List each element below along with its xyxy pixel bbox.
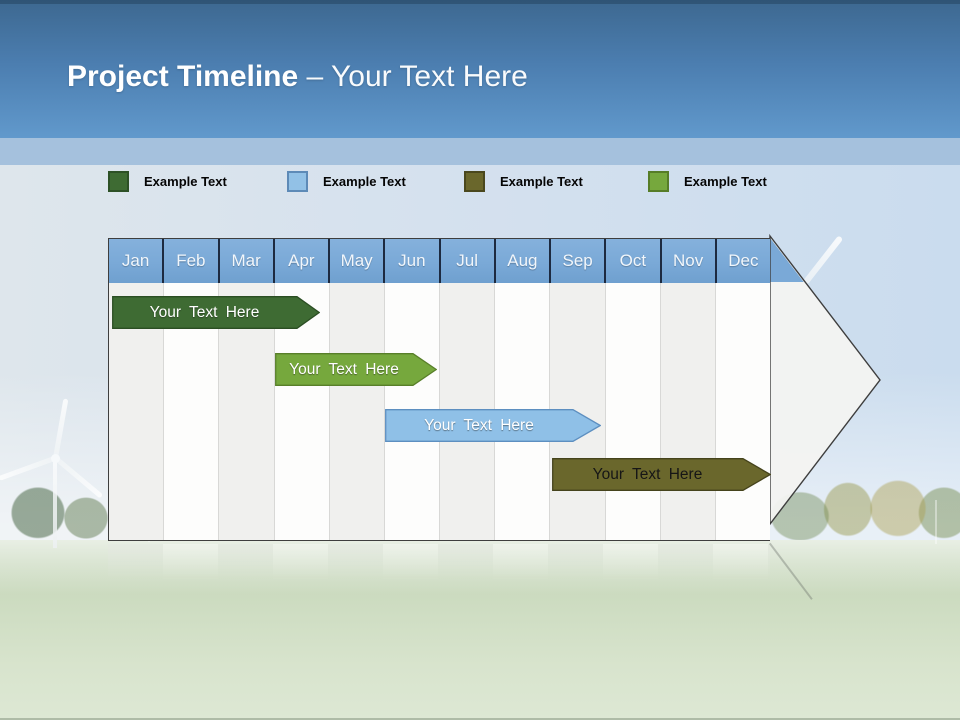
banner-subband — [0, 138, 960, 165]
grid-column-nov — [660, 283, 716, 540]
horizon-haze — [0, 540, 960, 595]
month-header-jun: Jun — [385, 239, 441, 283]
month-header-nov: Nov — [661, 239, 717, 283]
turbine-hub — [50, 453, 60, 463]
timeline-bar-4: Your Text Here — [552, 458, 771, 491]
page-title: Project Timeline – Your Text Here — [67, 60, 927, 94]
legend-swatch — [287, 170, 308, 192]
grid-column-may — [329, 283, 385, 540]
legend-swatch — [464, 170, 485, 192]
legend-item-2: Example Text — [287, 170, 406, 192]
table-reflection — [108, 544, 770, 580]
bar-label: Your Text Here — [592, 465, 703, 483]
title-banner — [0, 0, 960, 138]
banner-top-edge — [0, 0, 960, 4]
month-header-oct: Oct — [606, 239, 662, 283]
legend-swatch — [648, 170, 669, 192]
bar-label: Your Text Here — [289, 360, 399, 378]
legend-item-3: Example Text — [464, 170, 583, 192]
bar-label: Your Text Here — [149, 303, 260, 321]
legend-swatch — [108, 170, 129, 192]
bar-label: Your Text Here — [424, 416, 534, 434]
legend-label: Example Text — [684, 173, 767, 189]
grid-column-dec — [715, 283, 771, 540]
legend-label: Example Text — [144, 173, 227, 189]
legend-label: Example Text — [323, 173, 406, 189]
timeline-bar-1: Your Text Here — [112, 296, 320, 329]
month-header-apr: Apr — [274, 239, 330, 283]
legend-label: Example Text — [500, 173, 583, 189]
page-title-light: – Your Text Here — [306, 60, 528, 93]
month-header-mar: Mar — [219, 239, 275, 283]
month-header-feb: Feb — [164, 239, 220, 283]
month-header-aug: Aug — [495, 239, 551, 283]
slide-bottom-edge — [0, 718, 960, 720]
timeline-bar-2: Your Text Here — [275, 353, 437, 386]
grid-column-oct — [605, 283, 661, 540]
month-header-sep: Sep — [551, 239, 607, 283]
distant-turbine — [935, 500, 937, 544]
month-header-may: May — [330, 239, 386, 283]
turbine-tower — [53, 458, 57, 548]
timeline-bar-3: Your Text Here — [385, 409, 601, 442]
legend-item-1: Example Text — [108, 170, 227, 192]
month-header-jul: Jul — [440, 239, 496, 283]
timeline-arrowhead — [769, 233, 881, 527]
legend-item-4: Example Text — [648, 170, 767, 192]
month-header-dec: Dec — [716, 239, 770, 283]
page-title-bold: Project Timeline — [67, 60, 299, 93]
month-header-jan: Jan — [109, 239, 165, 283]
